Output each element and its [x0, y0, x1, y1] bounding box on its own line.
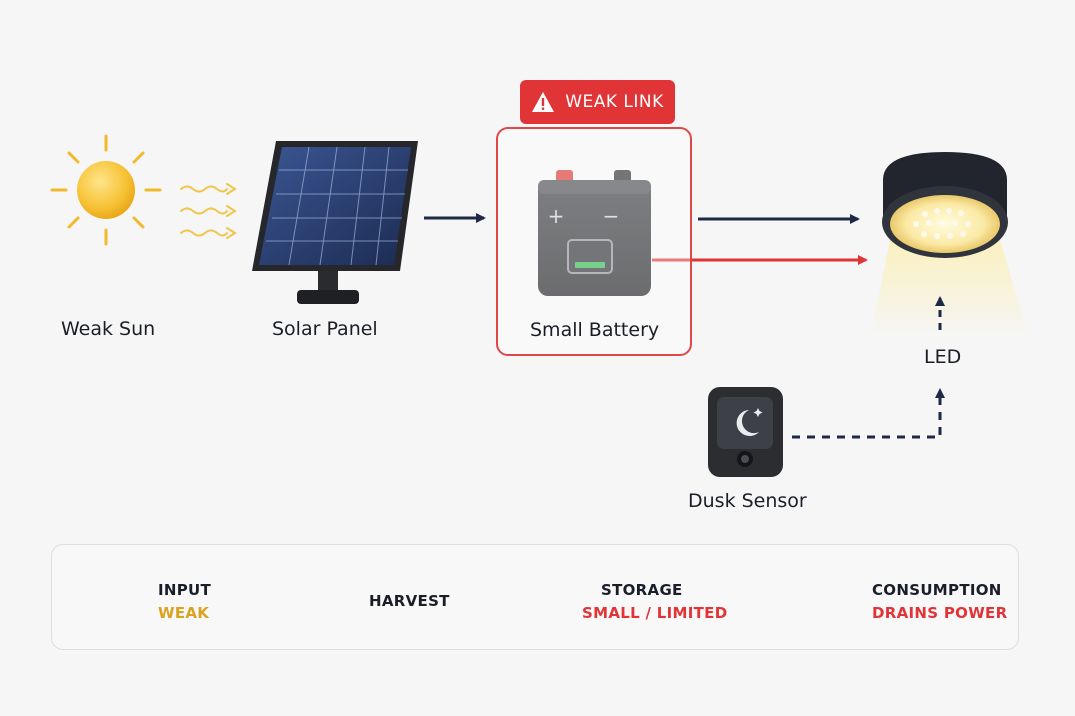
- legend-consumption-title: CONSUMPTION: [872, 581, 1002, 599]
- legend-consumption-status: DRAINS POWER: [872, 604, 1008, 622]
- battery-minus-symbol: −: [603, 204, 620, 228]
- solar-panel-label: Solar Panel: [272, 318, 378, 340]
- sensor-to-led-arrow: [792, 388, 945, 439]
- battery-plus-symbol: +: [548, 204, 565, 228]
- warning-triangle-icon: [532, 92, 555, 112]
- weak-link-badge: WEAK LINK: [520, 80, 675, 124]
- led-label: LED: [924, 346, 962, 368]
- weak-link-highlight: [496, 127, 692, 356]
- legend-input-title: INPUT: [158, 581, 212, 599]
- legend-harvest-title: HARVEST: [369, 592, 450, 610]
- legend-panel: [51, 544, 1019, 650]
- weak-link-text: WEAK LINK: [565, 92, 664, 112]
- dusk-sensor-icon: [708, 387, 783, 477]
- weak-sun-label: Weak Sun: [61, 318, 156, 340]
- weak-rays-icon: [180, 183, 237, 239]
- legend-storage-title: STORAGE: [601, 581, 683, 599]
- solar-panel-icon: [252, 141, 418, 304]
- legend-input-status: WEAK: [158, 604, 210, 622]
- led-lamp-icon: [870, 152, 1030, 340]
- small-battery-icon: + −: [538, 170, 651, 296]
- dusk-sensor-label: Dusk Sensor: [688, 490, 807, 512]
- weak-sun-icon: [50, 134, 162, 246]
- small-battery-label: Small Battery: [530, 319, 660, 341]
- legend-storage-status: SMALL / LIMITED: [582, 604, 728, 622]
